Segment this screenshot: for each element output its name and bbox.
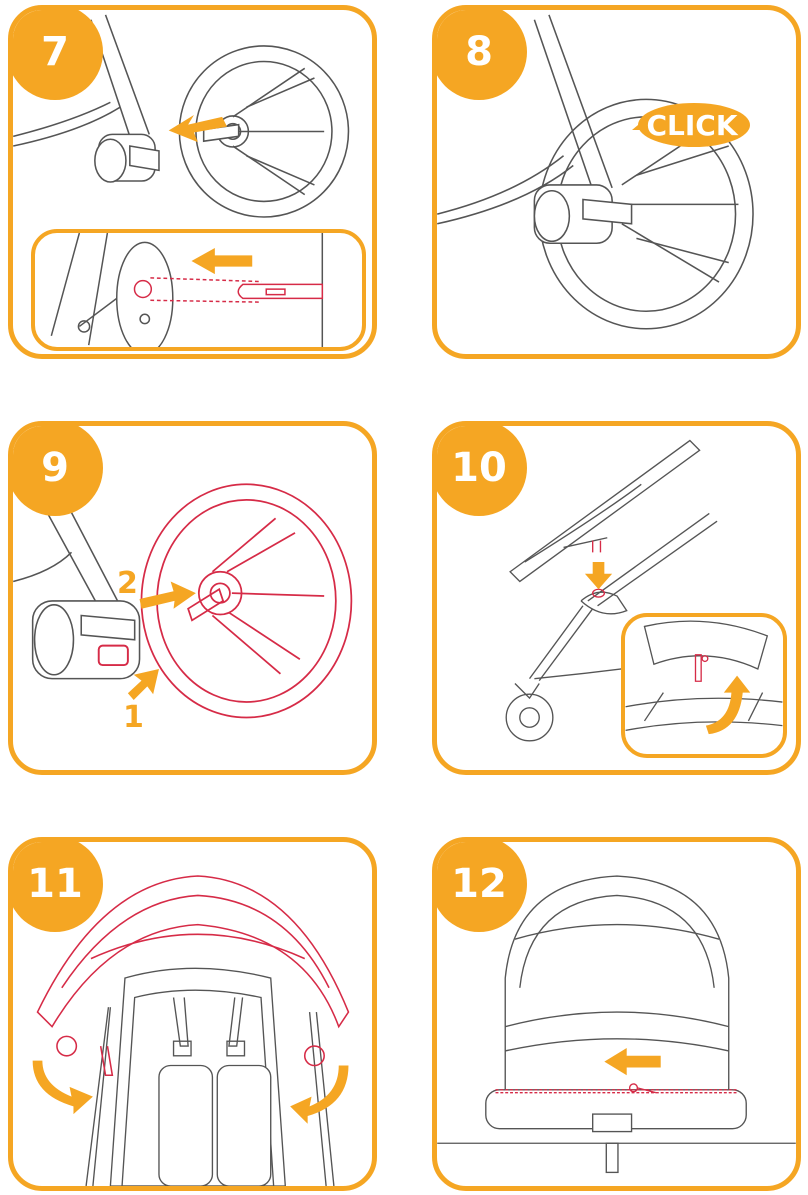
- step-10-badge: 10: [432, 421, 527, 516]
- click-label: CLICK: [632, 100, 752, 150]
- step-8-panel: 8 CLICK: [432, 5, 801, 359]
- step-11-panel: 11: [8, 837, 377, 1191]
- click-sound-bubble: CLICK: [632, 100, 752, 150]
- step-10-detail-inset: [621, 613, 787, 758]
- step-7-detail-inset: [31, 229, 366, 351]
- step-7-badge: 7: [8, 5, 103, 100]
- step-9-badge: 9: [8, 421, 103, 516]
- step-12-panel: 12: [432, 837, 801, 1191]
- step-8-badge: 8: [432, 5, 527, 100]
- step-11-badge: 11: [8, 837, 103, 932]
- step-7-panel: 7: [8, 5, 377, 359]
- step-12-badge: 12: [432, 837, 527, 932]
- step-9-panel: 9 2 1: [8, 421, 377, 775]
- step-9-label-1: 1: [123, 700, 144, 735]
- step-9-label-2: 2: [117, 566, 138, 601]
- step-10-panel: 10: [432, 421, 801, 775]
- axle-insertion-detail: [35, 233, 362, 347]
- seat-adapter-detail: [625, 617, 783, 754]
